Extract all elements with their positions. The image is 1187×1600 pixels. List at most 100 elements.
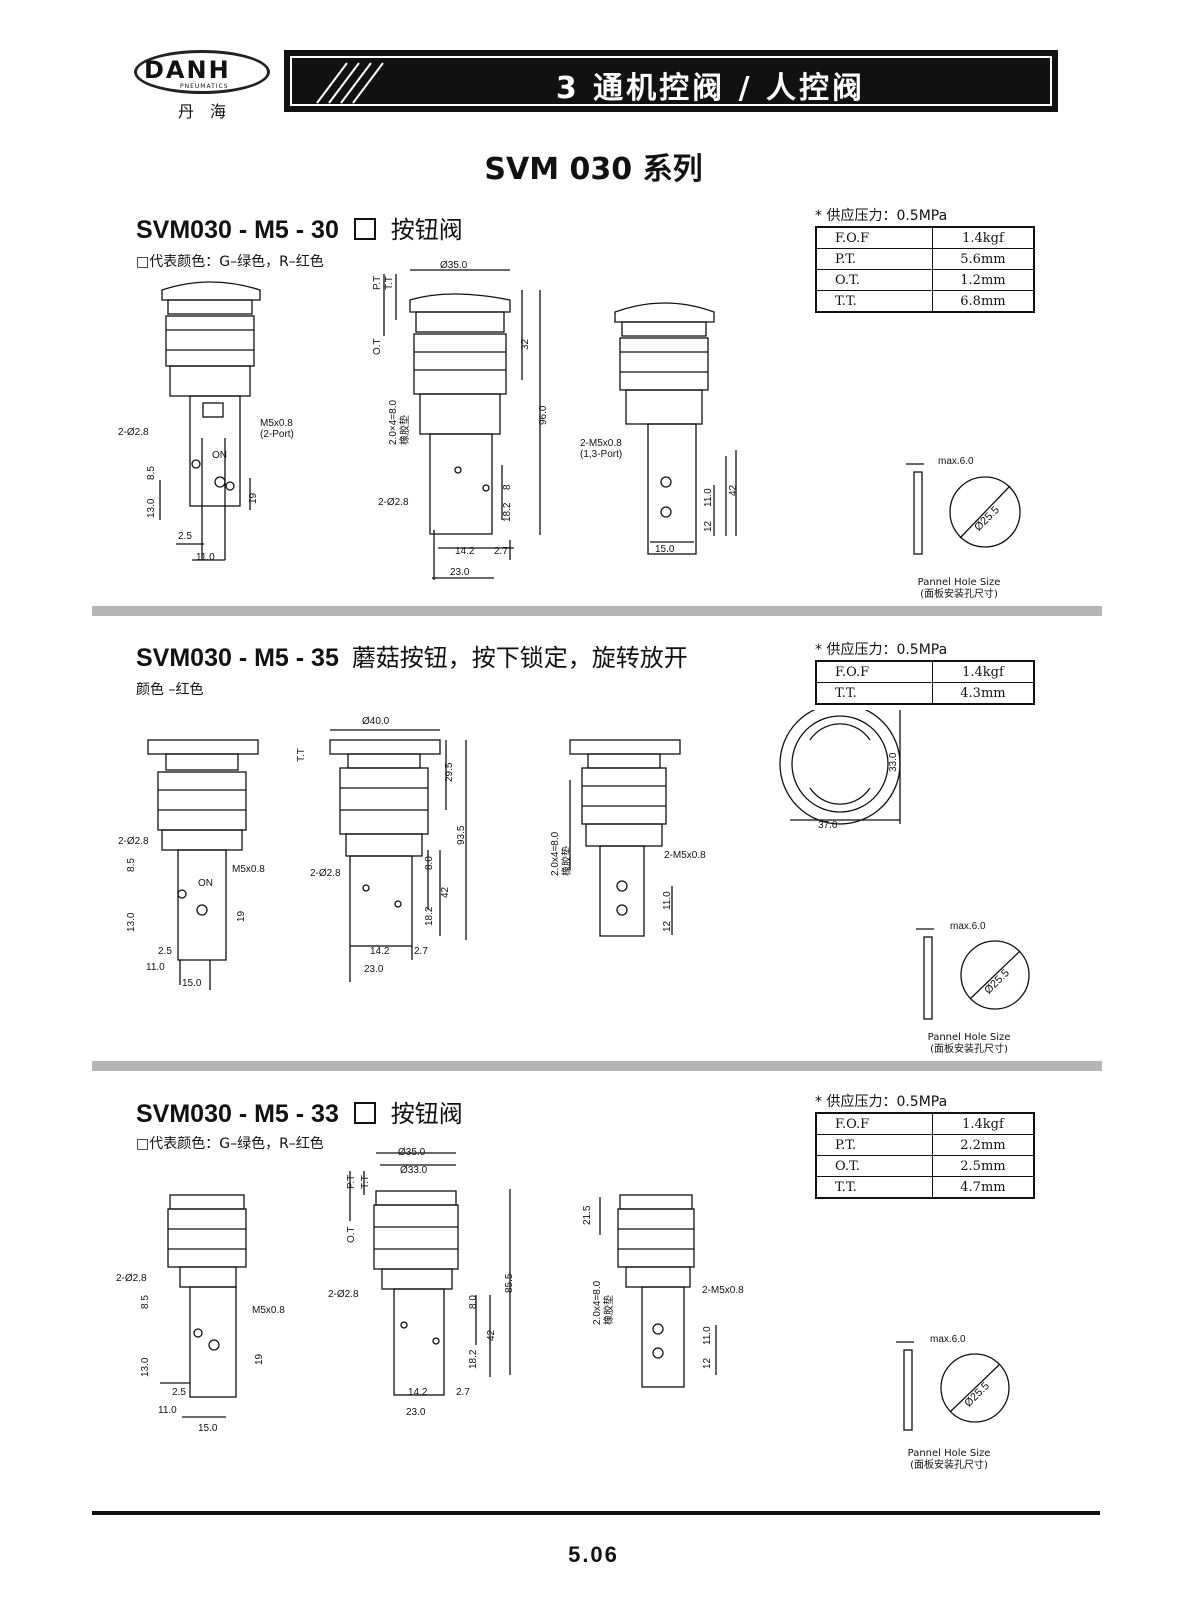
- svg-text:8.0: 8.0: [468, 1295, 479, 1309]
- svg-text:29.5: 29.5: [444, 762, 455, 782]
- svg-text:2-Ø2.8: 2-Ø2.8: [378, 497, 409, 508]
- svg-text:2-M5x0.8: 2-M5x0.8: [580, 438, 622, 449]
- svg-text:13.0: 13.0: [126, 912, 137, 932]
- svg-text:8.5: 8.5: [140, 1295, 151, 1309]
- svg-text:T.T: T.T: [360, 1175, 371, 1189]
- svg-text:2.0×4=8.0: 2.0×4=8.0: [388, 400, 399, 445]
- svg-text:P.T: P.T: [372, 276, 383, 290]
- svg-text:(2-Port): (2-Port): [260, 429, 294, 440]
- svg-text:2.7: 2.7: [494, 546, 508, 557]
- svg-text:2-Ø2.8: 2-Ø2.8: [328, 1289, 359, 1300]
- svg-text:2.0x4=8.0: 2.0x4=8.0: [550, 831, 561, 876]
- svg-text:8.5: 8.5: [126, 858, 137, 872]
- logo-cn: 丹海: [178, 102, 243, 121]
- svg-text:2-M5x0.8: 2-M5x0.8: [664, 850, 706, 861]
- section-2-model: SVM030 - M5 - 35 蘑菇按钮，按下锁定，旋转放开: [136, 644, 688, 672]
- banner-stripes: [316, 62, 384, 104]
- svg-text:11.0: 11.0: [158, 1405, 177, 1416]
- svg-text:13.0: 13.0: [146, 498, 157, 518]
- svg-text:18.2: 18.2: [502, 502, 513, 522]
- logo-oval: [134, 50, 270, 94]
- banner-title: 3 通机控阀 / 人控阀: [555, 71, 865, 106]
- svg-text:max.6.0: max.6.0: [930, 1334, 966, 1345]
- svg-text:15.0: 15.0: [198, 1423, 218, 1434]
- svg-text:2-Ø2.8: 2-Ø2.8: [116, 1273, 147, 1284]
- svg-text:23.0: 23.0: [450, 567, 470, 578]
- svg-text:42: 42: [440, 886, 451, 898]
- svg-text:19: 19: [236, 910, 247, 922]
- svg-text:23.0: 23.0: [406, 1407, 426, 1418]
- logo-sub: PNEUMATICS: [180, 83, 229, 90]
- section-3-subtitle: □代表颜色：G–绿色，R–红色: [136, 1136, 324, 1152]
- svg-text:37.0: 37.0: [818, 820, 838, 831]
- svg-text:O.T: O.T: [346, 1226, 357, 1243]
- page-title: SVM 030 系列: [484, 152, 703, 187]
- svg-text:2-M5x0.8: 2-M5x0.8: [702, 1285, 744, 1296]
- section-3-model: SVM030 - M5 - 33 按钮阀: [136, 1100, 463, 1128]
- svg-text:14.2: 14.2: [455, 546, 475, 557]
- svg-text:14.2: 14.2: [408, 1387, 428, 1398]
- svg-text:18.2: 18.2: [424, 906, 435, 926]
- section-2-panel-caption: Pannel Hole Size(面板安装孔尺寸): [927, 1032, 1011, 1055]
- svg-text:2.5: 2.5: [178, 531, 192, 542]
- section-1-panel-hole: max.6.0 Ø25.5: [906, 456, 1021, 555]
- svg-text:(1,3-Port): (1,3-Port): [580, 449, 622, 460]
- bottom-rule: [92, 1511, 1100, 1515]
- svg-text:M5x0.8: M5x0.8: [232, 864, 265, 875]
- svg-text:P.T: P.T: [346, 1175, 357, 1189]
- svg-text:11.0: 11.0: [146, 962, 165, 973]
- svg-text:42: 42: [728, 484, 739, 496]
- section-2-panel-hole: max.6.0 Ø25.5: [916, 921, 1030, 1020]
- svg-text:8: 8: [502, 484, 513, 490]
- svg-text:96.0: 96.0: [538, 405, 549, 425]
- svg-text:15.0: 15.0: [655, 544, 675, 555]
- svg-text:Ø25.5: Ø25.5: [972, 504, 1002, 534]
- svg-text:橡胶垫: 橡胶垫: [398, 415, 411, 445]
- section-3-panel-caption: Pannel Hole Size(面板安装孔尺寸): [907, 1448, 991, 1471]
- svg-text:11.0: 11.0: [196, 552, 215, 563]
- svg-text:11.0: 11.0: [662, 891, 673, 910]
- svg-text:T.T: T.T: [296, 748, 307, 762]
- svg-text:ON: ON: [212, 450, 227, 461]
- svg-text:12: 12: [703, 520, 714, 532]
- svg-text:23.0: 23.0: [364, 964, 384, 975]
- svg-text:19: 19: [248, 492, 259, 504]
- section-1-model: SVM030 - M5 - 30 按钮阀: [136, 216, 463, 244]
- panel-max: max.6.0: [938, 456, 974, 467]
- svg-text:M5x0.8: M5x0.8: [260, 418, 293, 429]
- svg-text:11.0: 11.0: [703, 488, 714, 507]
- svg-text:8.5: 8.5: [146, 466, 157, 480]
- svg-text:T.T: T.T: [384, 276, 395, 290]
- svg-text:42: 42: [486, 1329, 497, 1341]
- svg-text:2.0x4=8.0: 2.0x4=8.0: [592, 1280, 603, 1325]
- svg-text:2.7: 2.7: [414, 946, 428, 957]
- svg-text:橡胶垫: 橡胶垫: [560, 846, 573, 876]
- svg-text:32: 32: [520, 338, 531, 350]
- section-1-pressure: * 供应压力：0.5MPa: [815, 208, 948, 224]
- svg-text:18.2: 18.2: [468, 1349, 479, 1369]
- section-2-pressure: * 供应压力：0.5MPa: [815, 642, 948, 658]
- svg-text:Ø35.0: Ø35.0: [440, 260, 468, 271]
- svg-text:max.6.0: max.6.0: [950, 921, 986, 932]
- svg-text:2.5: 2.5: [158, 946, 172, 957]
- logo-text: DANH: [144, 56, 231, 84]
- section-1-panel-caption: Pannel Hole Size(面板安装孔尺寸): [917, 577, 1001, 600]
- svg-text:12: 12: [662, 920, 673, 932]
- svg-text:Ø40.0: Ø40.0: [362, 716, 390, 727]
- separator-2: [92, 1061, 1102, 1071]
- svg-text:2-Ø2.8: 2-Ø2.8: [118, 836, 149, 847]
- svg-text:Ø35.0: Ø35.0: [398, 1147, 426, 1158]
- page-number: 5.06: [568, 1542, 619, 1567]
- header-banner: 3 通机控阀 / 人控阀: [284, 50, 1058, 112]
- svg-text:Ø33.0: Ø33.0: [400, 1165, 428, 1176]
- svg-text:12: 12: [702, 1357, 713, 1369]
- section-3-panel-hole: max.6.0 Ø25.5: [896, 1334, 1010, 1431]
- section-1-subtitle: □代表颜色：G–绿色，R–红色: [136, 254, 324, 270]
- svg-text:8.0: 8.0: [424, 856, 435, 870]
- separator-1: [92, 606, 1102, 616]
